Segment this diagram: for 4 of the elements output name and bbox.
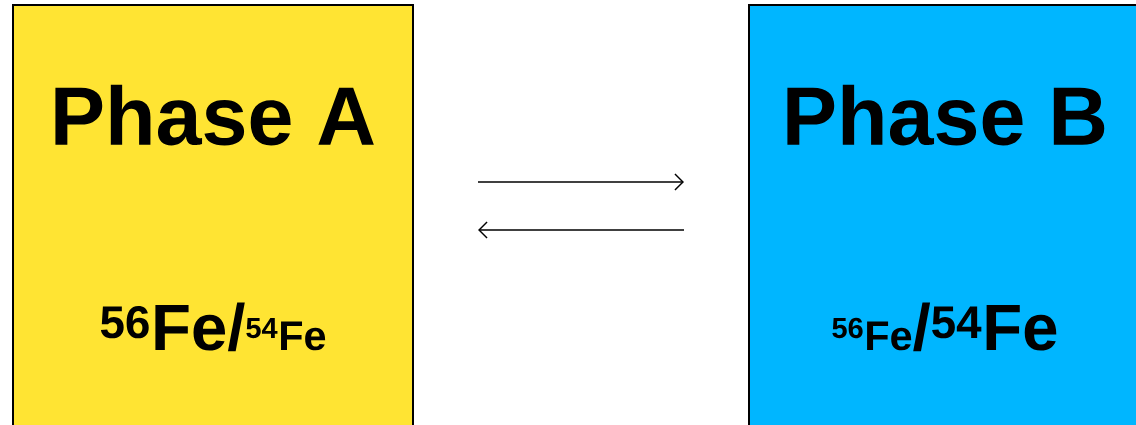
arrow — [478, 221, 685, 239]
phase-box: Phase B $^{56}$Fe/$^{54}$Fe — [748, 4, 1136, 425]
arrow — [477, 173, 684, 191]
phase-box: Phase A $^{56}$Fe/$^{54}$Fe — [12, 4, 414, 425]
